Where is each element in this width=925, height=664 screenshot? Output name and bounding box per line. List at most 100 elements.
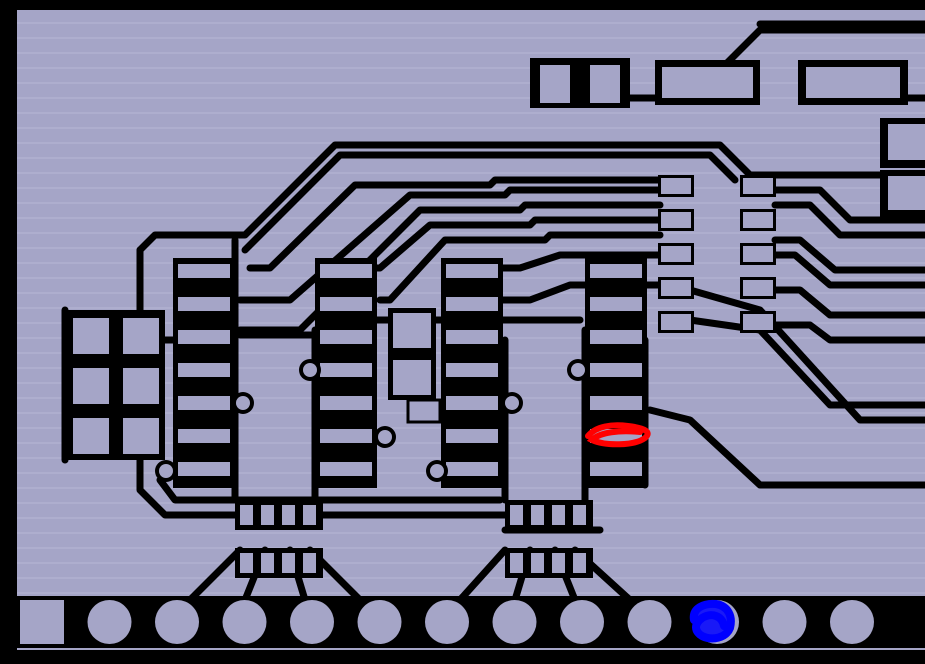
chip-3-pin xyxy=(446,462,498,476)
connector-pad-round xyxy=(830,600,874,644)
connector-header xyxy=(17,596,925,648)
chip-3-pin xyxy=(446,429,498,443)
connector-pad-round xyxy=(357,600,402,644)
array-pad xyxy=(552,553,565,573)
smd-pad xyxy=(743,212,773,228)
trace-fan-1 xyxy=(186,546,244,604)
connector-pad-round xyxy=(560,600,604,644)
pad-right-edge-2 xyxy=(888,176,925,210)
array-pad xyxy=(261,505,274,525)
resistor-array-group xyxy=(235,500,593,578)
array-pad xyxy=(552,505,565,525)
resistor-top-1 xyxy=(662,67,753,98)
chip-1-pin xyxy=(178,429,230,443)
chip-1-pin xyxy=(178,462,230,476)
smd-pad xyxy=(661,280,691,296)
connector-pad-round xyxy=(155,600,199,644)
via-pad xyxy=(571,363,585,377)
chip-4-pin xyxy=(590,462,642,476)
array-pad xyxy=(303,553,316,573)
via-pad xyxy=(159,464,173,478)
center-pad-3 xyxy=(406,398,442,424)
smd-pad xyxy=(661,314,691,330)
chip-3-pin xyxy=(446,363,498,377)
smd-pad xyxy=(661,212,691,228)
annotation-layer xyxy=(585,422,735,643)
via-pad xyxy=(303,363,317,377)
trace-sweep-2 xyxy=(241,151,739,254)
array-pad xyxy=(282,505,295,525)
chip-4-pin xyxy=(590,330,642,344)
chip-1-pin xyxy=(178,396,230,410)
left-pad-1 xyxy=(73,318,109,354)
smd-pad xyxy=(743,280,773,296)
chip-3-pin xyxy=(446,330,498,344)
chip-4-pin xyxy=(590,264,642,278)
center-pad-1 xyxy=(393,313,431,348)
chip-1-pin xyxy=(178,363,230,377)
left-pad-2 xyxy=(123,318,159,354)
array-pad xyxy=(282,553,295,573)
trace-right-6 xyxy=(771,321,925,344)
trace-right-5 xyxy=(771,286,925,319)
trace-sweep-8 xyxy=(496,251,664,272)
array-pad xyxy=(240,505,253,525)
trace-fan-5 xyxy=(456,546,509,604)
connector-pad-round xyxy=(762,600,807,644)
trace-sweep-6 xyxy=(366,216,664,272)
chip-2-pin xyxy=(320,462,372,476)
smd-pad xyxy=(661,246,691,262)
trace-right-2 xyxy=(771,201,925,239)
left-pad-4 xyxy=(123,368,159,404)
trace-sweep-3 xyxy=(246,176,664,272)
connector-pad-round xyxy=(425,600,469,644)
chip-1-pin xyxy=(178,297,230,311)
trace-right-7 xyxy=(686,316,925,409)
left-pad-5 xyxy=(73,418,109,454)
chip-4-pin xyxy=(590,363,642,377)
array-pad xyxy=(510,505,523,525)
trace-lower-bus-2 xyxy=(156,476,504,504)
resistor-top-2 xyxy=(806,67,900,98)
trace-top-2 xyxy=(716,26,925,74)
blue-scribble xyxy=(689,599,735,643)
misc-pads xyxy=(65,58,925,460)
connector-pad-round xyxy=(492,600,537,644)
connector-pad-round xyxy=(222,600,267,644)
connector-pad-square xyxy=(20,600,64,644)
trace-right-4 xyxy=(771,251,925,289)
chip-1-pin xyxy=(178,264,230,278)
chip-2-pin xyxy=(320,330,372,344)
via-pad xyxy=(430,464,444,478)
smd-pad xyxy=(743,246,773,262)
via-pad xyxy=(236,396,250,410)
via-group xyxy=(155,359,589,482)
chip-4-pin xyxy=(590,297,642,311)
left-pad-3 xyxy=(73,368,109,404)
via-pad xyxy=(505,396,519,410)
trace-right-9 xyxy=(646,406,925,489)
chip-2-pin xyxy=(320,363,372,377)
trace-sweep-7 xyxy=(376,231,664,304)
cap-top-pad-2 xyxy=(590,65,620,103)
chip-2-pin xyxy=(320,429,372,443)
connector-pad-round xyxy=(290,600,334,644)
chip-3-pin xyxy=(446,396,498,410)
array-pad xyxy=(531,505,544,525)
array-pad xyxy=(261,553,274,573)
chip-2-pin xyxy=(320,396,372,410)
smd-pad xyxy=(661,178,691,194)
chip-1-pin xyxy=(178,330,230,344)
pad-right-edge-1 xyxy=(888,124,925,160)
chip-2-pin xyxy=(320,264,372,278)
trace-sweep-5 xyxy=(236,201,664,334)
array-pad xyxy=(510,553,523,573)
red-scribble xyxy=(585,422,651,448)
array-pad xyxy=(573,553,586,573)
array-pad xyxy=(240,553,253,573)
chip-3-pin xyxy=(446,297,498,311)
cap-top-pad-1 xyxy=(540,65,570,103)
trace-sweep-4 xyxy=(236,186,664,304)
via-pad xyxy=(378,430,392,444)
